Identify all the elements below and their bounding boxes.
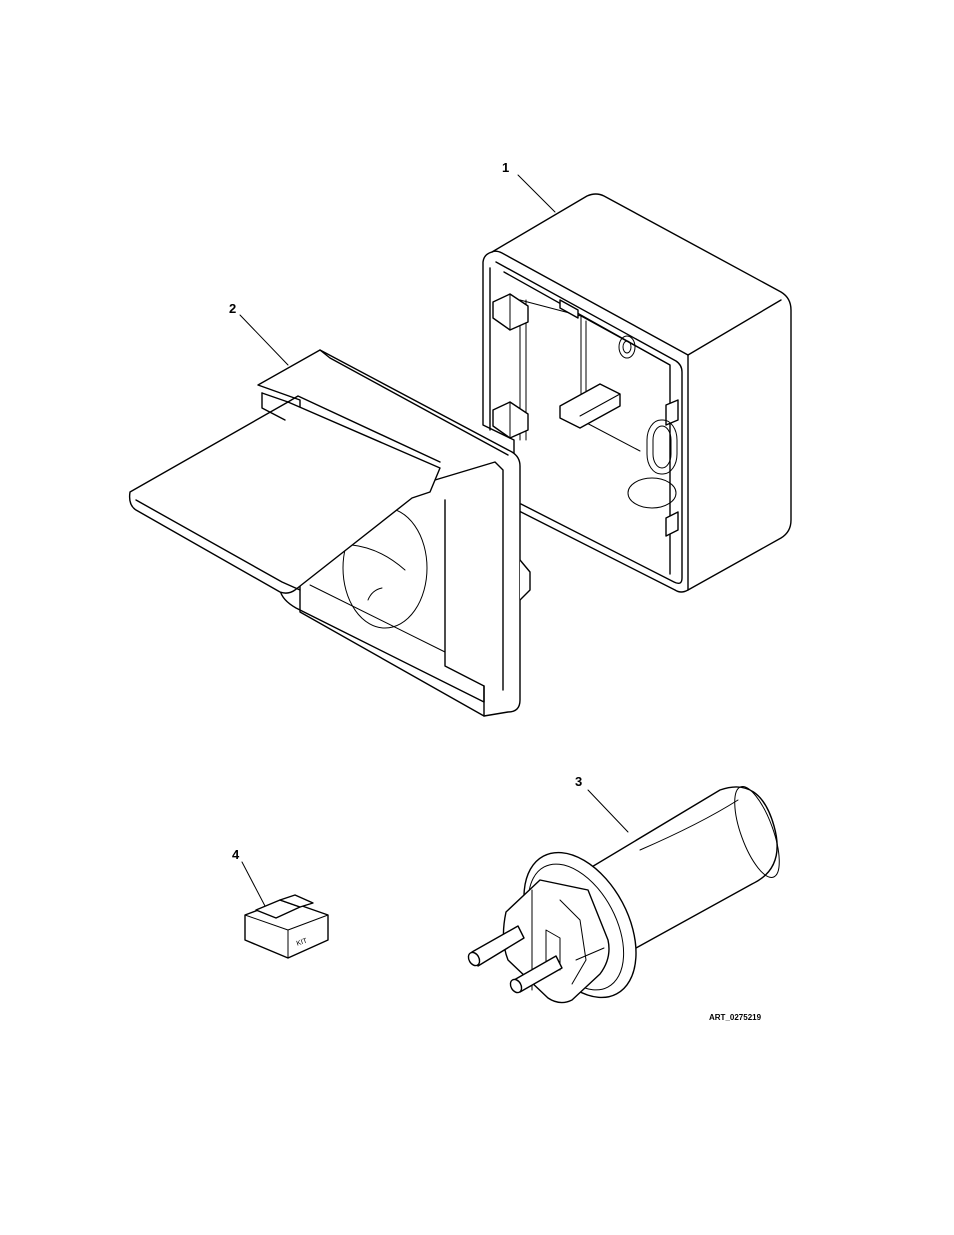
callout-4: 4 (232, 847, 240, 862)
callout-1: 1 (502, 160, 509, 175)
socket-outlet-with-lid (130, 350, 530, 716)
leader-line-1 (518, 175, 555, 212)
art-number: ART_0275219 (709, 1013, 762, 1022)
callout-3: 3 (575, 774, 582, 789)
kit-box-icon: KIT (245, 895, 328, 958)
callout-2: 2 (229, 301, 236, 316)
schuko-plug (466, 781, 788, 1016)
leader-line-4 (242, 862, 265, 906)
leader-line-2 (240, 315, 288, 365)
leader-line-3 (588, 790, 628, 832)
mounting-box (483, 194, 791, 592)
